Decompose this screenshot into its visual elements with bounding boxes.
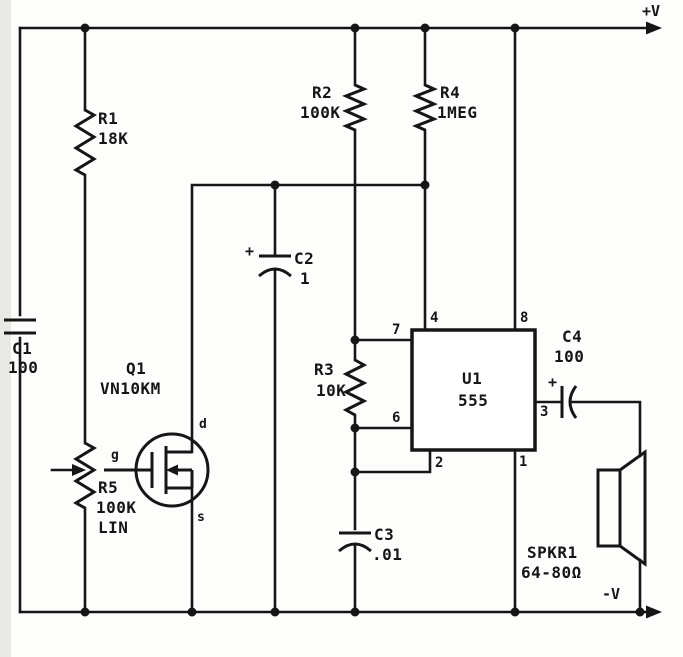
u1-pin3-label: 3 xyxy=(540,404,548,420)
r5-value-label: 100K xyxy=(96,498,137,517)
c4-value-label: 100 xyxy=(554,347,584,366)
q1-drain-net-wire xyxy=(190,183,427,454)
junction-dot xyxy=(350,23,360,33)
top-rail-arrow-icon xyxy=(646,21,662,35)
scan-edge xyxy=(0,0,11,657)
junction-dot xyxy=(80,607,90,617)
r1-value-label: 18K xyxy=(98,129,128,148)
spkr1-ref-label: SPKR1 xyxy=(527,543,578,562)
r4-ref-label: R4 xyxy=(440,83,460,102)
c2-value-label: 1 xyxy=(300,269,310,288)
speaker-cone-icon xyxy=(618,449,647,567)
junction-dots xyxy=(80,23,645,617)
r1-ref-label: R1 xyxy=(98,109,118,128)
c2-polarity-label: + xyxy=(245,242,254,260)
u1-pin1-label: 1 xyxy=(519,454,527,470)
c1-ref-label: C1 xyxy=(12,339,32,358)
junction-dot xyxy=(270,607,280,617)
c2-capacitor-symbol xyxy=(258,254,292,278)
r5-potentiometer-symbol xyxy=(73,441,97,510)
c1-capacitor-symbol xyxy=(4,318,36,335)
junction-dot xyxy=(420,23,430,33)
junction-dot xyxy=(80,23,90,33)
output-wire xyxy=(568,400,642,458)
c3-value-label: .01 xyxy=(372,545,402,564)
q1-source-label: s xyxy=(197,510,205,525)
q1-part-label: VN10KM xyxy=(100,379,161,398)
r2-ref-label: R2 xyxy=(312,83,332,102)
junction-dot xyxy=(420,180,430,190)
junction-dot xyxy=(350,607,360,617)
junction-dot xyxy=(635,607,645,617)
c4-polarity-label: + xyxy=(548,373,557,391)
junction-dot xyxy=(350,423,360,433)
junction-dot xyxy=(270,180,280,190)
u1-pin2-wire xyxy=(353,448,432,474)
c3-capacitor-symbol xyxy=(338,531,372,553)
junction-dot xyxy=(510,23,520,33)
c4-ref-label: C4 xyxy=(562,327,582,346)
speaker-body xyxy=(596,468,622,548)
r3-value-label: 10K xyxy=(316,381,346,400)
spkr1-value-label: 64-80Ω xyxy=(521,563,582,582)
bottom-rail-arrow-icon xyxy=(646,605,662,619)
u1-pin4-label: 4 xyxy=(430,310,438,326)
junction-dot xyxy=(350,335,360,345)
junction-dot xyxy=(350,467,360,477)
r5-taper-label: LIN xyxy=(98,518,128,537)
r2-value-label: 100K xyxy=(300,103,341,122)
r4-resistor-symbol xyxy=(412,83,438,132)
r3-resistor-symbol xyxy=(342,358,368,417)
r1-resistor-symbol xyxy=(73,108,97,177)
u1-part-label: 555 xyxy=(458,391,488,410)
u1-pin6-label: 6 xyxy=(392,410,400,426)
u1-ref-label: U1 xyxy=(462,369,482,388)
c3-ref-label: C3 xyxy=(374,525,394,544)
junction-dot xyxy=(510,607,520,617)
r5-ref-label: R5 xyxy=(98,478,118,497)
u1-pin7-label: 7 xyxy=(392,322,400,338)
vminus-label: -V xyxy=(602,585,620,603)
q1-drain-label: d xyxy=(199,417,207,432)
u1-ic-body xyxy=(410,328,537,452)
q1-ref-label: Q1 xyxy=(126,359,146,378)
u1-pin8-label: 8 xyxy=(520,310,528,326)
junction-dot xyxy=(187,607,197,617)
vplus-label: +V xyxy=(642,2,660,20)
r5-wiper-arrow-icon xyxy=(72,464,86,476)
u1-pin2-label: 2 xyxy=(435,455,443,471)
c2-ref-label: C2 xyxy=(294,249,314,268)
c1-value-label: 100 xyxy=(8,358,38,377)
q1-gate-label: g xyxy=(111,448,119,463)
r4-value-label: 1MEG xyxy=(437,103,478,122)
r3-ref-label: R3 xyxy=(314,360,334,379)
r2-resistor-symbol xyxy=(342,83,368,132)
q1-arrow-icon xyxy=(166,464,178,476)
